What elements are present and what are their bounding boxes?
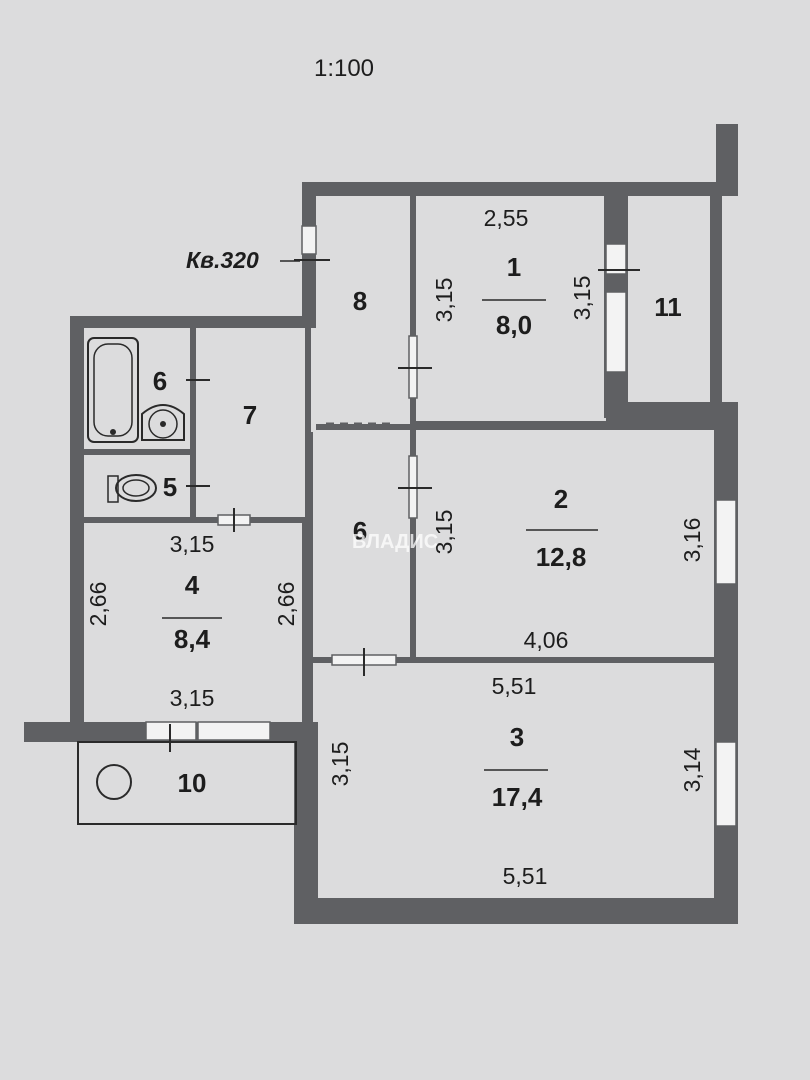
scale-label: 1:100 [314,55,374,82]
toilet-icon [107,474,157,503]
dim-room1-width: 2,55 [484,205,529,231]
outer-walls [24,124,738,924]
apartment-label: Кв.320 [186,247,259,273]
interior-walls [80,196,716,724]
room-2-area: 12,8 [536,542,587,572]
dim-room4-right: 2,66 [273,582,299,627]
dim-room3-left: 3,15 [327,742,353,787]
dim-room1-right: 3,15 [569,276,595,321]
dim-room1-left: 3,15 [431,278,457,323]
room-4-number: 4 [185,570,200,600]
room-3-number: 3 [510,722,524,752]
balcony [77,741,297,825]
dim-room3-bottom: 5,51 [503,863,548,889]
dim-room2-right: 3,16 [679,518,705,563]
opening-marks [169,259,640,752]
room-3-area: 17,4 [492,782,543,812]
dim-room3-top: 5,51 [492,673,537,699]
room-6-number: 6 [153,366,167,396]
bathtub-icon [87,337,139,443]
dim-room4-left: 2,66 [85,582,111,627]
room-7-number: 7 [243,400,257,430]
room-8-number: 8 [353,286,367,316]
floor-drain-icon [96,764,132,800]
door-openings [306,332,392,430]
dim-room4-bottom: 3,15 [170,685,215,711]
room-1-area: 8,0 [496,310,532,340]
watermark: ВЛАДИС [352,531,438,553]
dim-room2-bottom: 4,06 [524,627,569,653]
room-2-number: 2 [554,484,568,514]
room-11-number: 11 [654,292,682,322]
dim-room2-left: 3,15 [431,510,457,555]
room-10-number: 10 [178,768,207,798]
room-9-number: 9 [353,516,367,546]
room-4-area: 8,4 [174,624,211,654]
room-5-number: 5 [163,472,177,502]
sink-icon [141,404,185,441]
dim-room3-right: 3,14 [679,747,705,792]
dim-room4-top: 3,15 [170,531,215,557]
room-1-number: 1 [507,252,521,282]
